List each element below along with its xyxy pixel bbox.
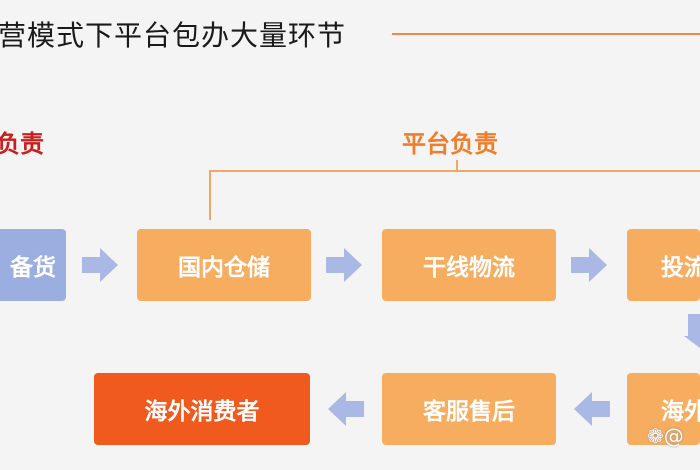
arrow-right-icon [326,248,362,282]
step-trunk-logistics: 干线物流 [382,229,556,301]
step-overseas-warehouse-label: 海外 [661,399,700,425]
responsibility-label-left: 负责 [0,130,44,158]
arrow-left-icon [328,392,364,426]
arrow-right-icon [571,248,607,282]
platform-bracket-horizontal [209,170,700,172]
step-stocking: 备货 [0,229,66,301]
step-overseas-warehouse: 海外 [627,373,700,445]
step-ad-traffic: 投流 [627,229,700,301]
step-domestic-warehousing-label: 国内仓储 [178,255,270,281]
arrow-down-icon [684,314,700,348]
step-ad-traffic-label: 投流 [661,255,700,281]
step-trunk-logistics-label: 干线物流 [423,255,515,281]
responsibility-label-platform: 平台负责 [402,130,498,158]
step-stocking-label: 备货 [10,255,56,281]
arrow-right-icon [82,248,118,282]
watermark: ❁@ [647,424,684,448]
step-customer-service: 客服售后 [382,373,556,445]
page-title: 营模式下平台包办大量环节 [0,19,347,52]
arrow-left-icon [574,392,610,426]
step-overseas-consumer-label: 海外消费者 [144,399,260,425]
platform-bracket-vertical [209,170,211,220]
step-domestic-warehousing: 国内仓储 [137,229,311,301]
step-customer-service-label: 客服售后 [423,399,515,425]
step-overseas-consumer: 海外消费者 [94,373,310,445]
platform-bracket-tick [456,160,458,172]
title-rule [392,33,700,35]
